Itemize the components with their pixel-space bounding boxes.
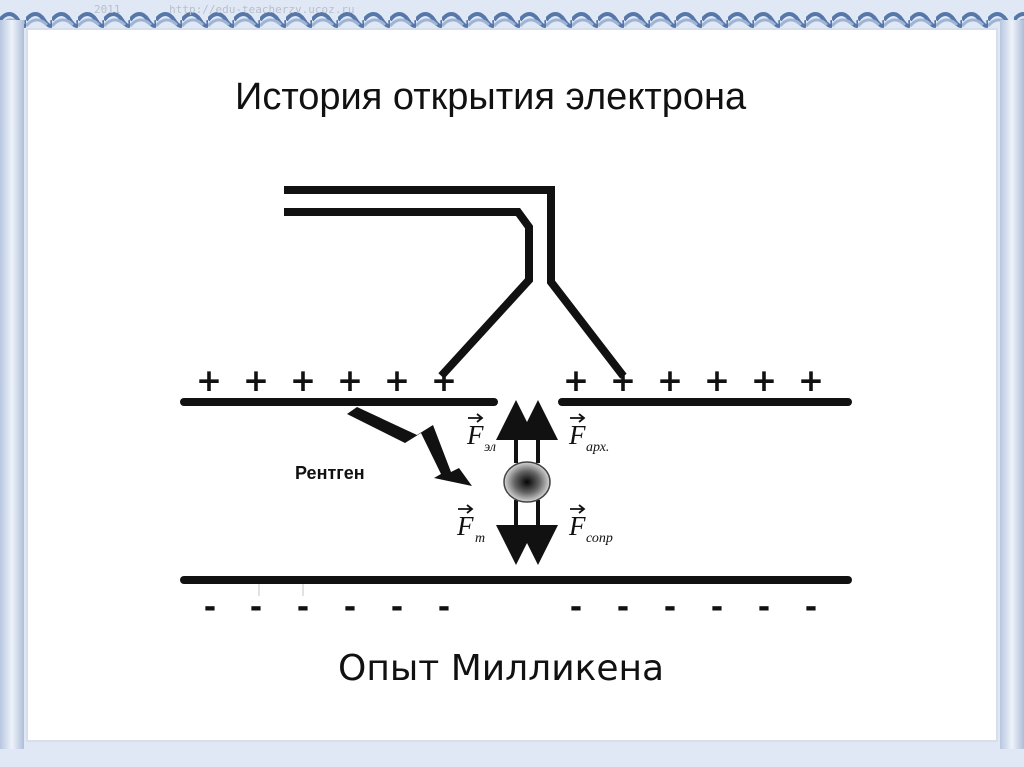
- negative-charges: - - - - - - - - - - - -: [204, 590, 817, 625]
- negative-charge: -: [758, 590, 770, 625]
- negative-charge: -: [711, 590, 723, 625]
- negative-charge: -: [344, 590, 356, 625]
- svg-text:эл: эл: [484, 440, 496, 455]
- positive-charge: +: [751, 363, 777, 399]
- positive-charge: +: [563, 363, 589, 399]
- svg-text:F: F: [456, 511, 474, 541]
- positive-charge: +: [243, 363, 269, 399]
- watermark-url: http://edu-teacherzv.ucoz.ru: [169, 3, 355, 16]
- svg-text:т: т: [475, 531, 485, 546]
- positive-charge: +: [704, 363, 730, 399]
- positive-charge: +: [431, 363, 457, 399]
- positive-charge: +: [610, 363, 636, 399]
- scale-ticks: [258, 584, 304, 596]
- svg-text:сопр: сопр: [586, 531, 613, 546]
- positive-charge: +: [290, 363, 316, 399]
- right-border: [1000, 20, 1024, 749]
- negative-charge: -: [805, 590, 817, 625]
- slide-panel: [26, 28, 998, 742]
- xray-label: Рентген: [295, 463, 365, 483]
- oil-drop-forces: [496, 400, 558, 565]
- positive-charge: +: [337, 363, 363, 399]
- negative-charge: -: [570, 590, 582, 625]
- drag-force-label: F сопр: [568, 504, 613, 546]
- xray-beam: Рентген: [295, 407, 472, 486]
- positive-charge: +: [657, 363, 683, 399]
- archimedes-force-label: F арх.: [568, 413, 609, 455]
- capacitor-plates: [180, 398, 852, 584]
- xray-lightning-icon: [347, 407, 472, 486]
- supply-wires: [284, 186, 627, 379]
- positive-charge: +: [196, 363, 222, 399]
- svg-text:арх.: арх.: [586, 440, 609, 455]
- electric-force-label: F эл: [466, 413, 496, 455]
- diagram-caption: Опыт Милликена: [338, 648, 665, 689]
- left-wire: [284, 208, 533, 379]
- left-border: [0, 20, 24, 749]
- slide-watermark: 2011 http://edu-teacherzv.ucoz.ru: [94, 3, 355, 16]
- svg-text:F: F: [466, 420, 484, 450]
- positive-charge: +: [384, 363, 410, 399]
- right-wire: [284, 186, 627, 379]
- negative-charge: -: [617, 590, 629, 625]
- oil-drop: [503, 461, 551, 503]
- svg-text:F: F: [568, 511, 586, 541]
- force-labels: F эл F арх. F т F сопр: [456, 413, 613, 546]
- negative-charge: -: [391, 590, 403, 625]
- negative-charge: -: [250, 590, 262, 625]
- negative-charge: -: [664, 590, 676, 625]
- negative-charge: -: [204, 590, 216, 625]
- watermark-year: 2011: [94, 3, 121, 16]
- gravity-force-label: F т: [456, 504, 485, 546]
- positive-charge: +: [798, 363, 824, 399]
- positive-charges: + + + + + + + + + + + +: [196, 363, 824, 399]
- slide-title: История открытия электрона: [235, 76, 747, 118]
- negative-charge: -: [438, 590, 450, 625]
- svg-text:F: F: [568, 420, 586, 450]
- negative-charge: -: [297, 590, 309, 625]
